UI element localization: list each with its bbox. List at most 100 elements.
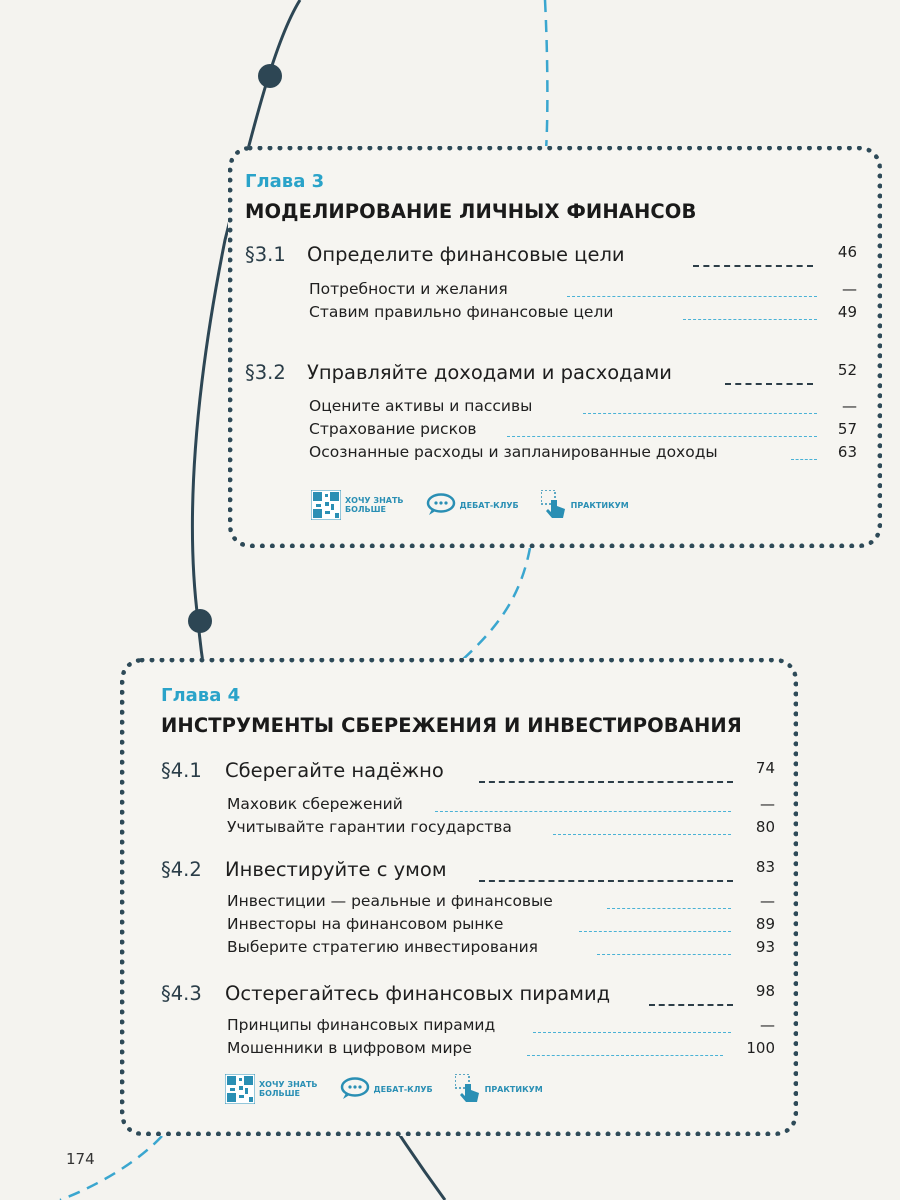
section-number: §3.1 [245, 243, 286, 266]
dashed-guide-line [59, 1135, 163, 1200]
subsection-row[interactable]: Инвестиции — реальные и финансовые — [161, 892, 775, 918]
subsection-title: Инвесторы на финансовом рынке [227, 915, 504, 933]
icon-item-learn-more[interactable]: ХОЧУ ЗНАТЬ БОЛЬШЕ [225, 1074, 318, 1104]
section-row[interactable]: §4.3 Остерегайтесь финансовых пирамид 98 [161, 982, 775, 1008]
page-number: — [842, 280, 857, 298]
dotted-leader [579, 931, 731, 932]
page-number: 89 [755, 915, 775, 933]
dotted-leader [553, 834, 731, 835]
page-number: 74 [755, 759, 775, 777]
dashed-guide-line [459, 547, 532, 663]
page-number: 93 [755, 938, 775, 956]
icon-label: ДЕБАТ-КЛУБ [459, 500, 519, 510]
dotted-leader [683, 319, 817, 320]
section-title: Остерегайтесь финансовых пирамид [225, 982, 611, 1005]
page-number: 52 [837, 361, 857, 379]
section-number: §4.3 [161, 982, 202, 1005]
subsection-row[interactable]: Оцените активы и пассивы — [245, 397, 857, 423]
subsection-title: Оцените активы и пассивы [309, 397, 533, 415]
dotted-leader [567, 296, 817, 297]
subsection-title: Ставим правильно финансовые цели [309, 303, 614, 321]
qr-code-icon [311, 490, 341, 520]
subsection-title: Принципы финансовых пирамид [227, 1016, 496, 1034]
page-number: — [760, 892, 775, 910]
subsection-row[interactable]: Принципы финансовых пирамид — [161, 1016, 775, 1042]
speech-bubble-icon [426, 493, 455, 515]
section-title: Управляйте доходами и расходами [307, 361, 672, 384]
icon-label: ХОЧУ ЗНАТЬ [259, 1080, 318, 1089]
dashed-guide-line [543, 0, 549, 151]
subsection-row[interactable]: Инвесторы на финансовом рынке 89 [161, 915, 775, 941]
subsection-row[interactable]: Учитывайте гарантии государства 80 [161, 818, 775, 844]
section-number: §3.2 [245, 361, 286, 384]
section-number: §4.2 [161, 858, 202, 881]
subsection-title: Осознанные расходы и запланированные дох… [309, 443, 718, 461]
page-number: 57 [837, 420, 857, 438]
subsection-row[interactable]: Выберите стратегию инвестирования 93 [161, 938, 775, 964]
pointing-hand-icon [454, 1074, 479, 1102]
subsection-title: Потребности и желания [309, 280, 508, 298]
feature-icons: ХОЧУ ЗНАТЬ БОЛЬШЕ ДЕБАТ-КЛУБ ПРАКТИКУМ [225, 1074, 565, 1104]
dotted-leader [435, 811, 731, 812]
page-number: 49 [837, 303, 857, 321]
subsection-title: Выберите стратегию инвестирования [227, 938, 539, 956]
dotted-leader [649, 1004, 733, 1006]
page-number: — [842, 397, 857, 415]
dotted-leader [693, 265, 813, 267]
subsection-row[interactable]: Маховик сбережений — [161, 795, 775, 821]
icon-label: ХОЧУ ЗНАТЬ [345, 496, 404, 505]
page-footer-number: 174 [66, 1150, 95, 1168]
dotted-leader [607, 908, 731, 909]
subsection-title: Маховик сбережений [227, 795, 403, 813]
page-number: 80 [755, 818, 775, 836]
chapter-3-box: Глава 3 МОДЕЛИРОВАНИЕ ЛИЧНЫХ ФИНАНСОВ §3… [228, 146, 882, 548]
subsection-row[interactable]: Потребности и желания — [245, 280, 857, 306]
section-row[interactable]: §4.1 Сберегайте надёжно 74 [161, 759, 775, 785]
feature-icons: ХОЧУ ЗНАТЬ БОЛЬШЕ ДЕБАТ-КЛУБ ПРАКТИКУМ [311, 490, 651, 520]
pointing-hand-icon [540, 490, 565, 518]
page-number: 100 [746, 1039, 775, 1057]
section-row[interactable]: §3.2 Управляйте доходами и расходами 52 [245, 361, 857, 387]
subsection-row[interactable]: Мошенники в цифровом мире 100 [161, 1039, 775, 1065]
section-row[interactable]: §4.2 Инвестируйте с умом 83 [161, 858, 775, 884]
icon-item-debate-club[interactable]: ДЕБАТ-КЛУБ [426, 493, 519, 517]
subsection-row[interactable]: Осознанные расходы и запланированные дох… [245, 443, 857, 469]
dotted-leader [791, 459, 817, 460]
chapter-label: Глава 4 [161, 685, 241, 706]
dotted-leader [479, 880, 733, 882]
icon-label: ДЕБАТ-КЛУБ [373, 1084, 433, 1094]
chapter-4-box: Глава 4 ИНСТРУМЕНТЫ СБЕРЕЖЕНИЯ И ИНВЕСТИ… [120, 658, 798, 1136]
section-title: Инвестируйте с умом [225, 858, 447, 881]
section-number: §4.1 [161, 759, 202, 782]
subsection-title: Страхование рисков [309, 420, 477, 438]
dotted-leader [533, 1032, 731, 1033]
icon-item-learn-more[interactable]: ХОЧУ ЗНАТЬ БОЛЬШЕ [311, 490, 404, 520]
dotted-leader [527, 1055, 723, 1056]
icon-item-practicum[interactable]: ПРАКТИКУМ [454, 1074, 543, 1104]
section-title: Сберегайте надёжно [225, 759, 444, 782]
section-title: Определите финансовые цели [307, 243, 625, 266]
dotted-leader [583, 413, 817, 414]
page-number: 83 [755, 858, 775, 876]
page-number: 63 [837, 443, 857, 461]
icon-item-practicum[interactable]: ПРАКТИКУМ [540, 490, 629, 520]
dotted-leader [507, 436, 817, 437]
subsection-row[interactable]: Ставим правильно финансовые цели 49 [245, 303, 857, 329]
subsection-row[interactable]: Страхование рисков 57 [245, 420, 857, 446]
subsection-title: Мошенники в цифровом мире [227, 1039, 472, 1057]
section-row[interactable]: §3.1 Определите финансовые цели 46 [245, 243, 857, 269]
page-number: — [760, 795, 775, 813]
chapter-label: Глава 3 [245, 171, 325, 192]
chapter-title: ИНСТРУМЕНТЫ СБЕРЕЖЕНИЯ И ИНВЕСТИРОВАНИЯ [161, 714, 742, 737]
page-number: 46 [837, 243, 857, 261]
dotted-leader [597, 954, 731, 955]
timeline-dot [188, 609, 212, 633]
qr-code-icon [225, 1074, 255, 1104]
timeline-dot [258, 64, 282, 88]
subsection-title: Учитывайте гарантии государства [227, 818, 512, 836]
icon-label: ПРАКТИКУМ [484, 1084, 543, 1094]
speech-bubble-icon [340, 1077, 369, 1099]
icon-label: ПРАКТИКУМ [570, 500, 629, 510]
chapter-title: МОДЕЛИРОВАНИЕ ЛИЧНЫХ ФИНАНСОВ [245, 200, 697, 223]
icon-item-debate-club[interactable]: ДЕБАТ-КЛУБ [340, 1077, 433, 1101]
